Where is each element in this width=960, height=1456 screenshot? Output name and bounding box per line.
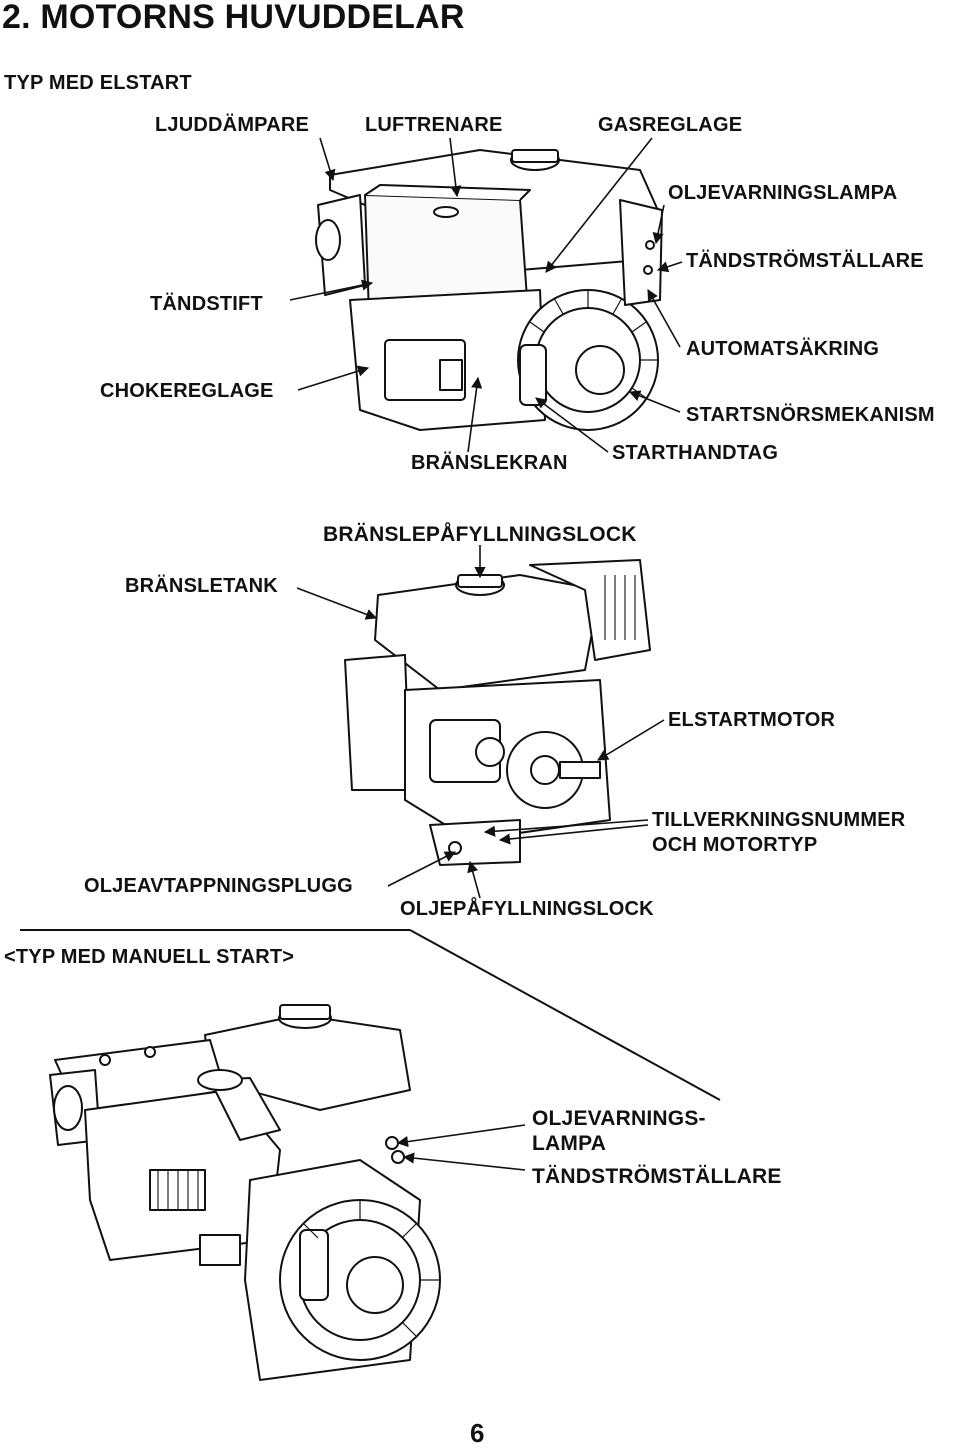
page-title: 2. MOTORNS HUVUDDELAR [2,0,465,36]
engine-electric-rear-drawing [315,149,663,431]
label-luftrenare: LUFTRENARE [365,114,503,136]
label-branslekran: BRÄNSLEKRAN [411,452,568,474]
label-starthandtag: STARTHANDTAG [612,442,779,464]
label-lampa: LAMPA [532,1132,607,1155]
label-chokereglage: CHOKEREGLAGE [100,380,274,402]
label-tandstromstallare-manual: TÄNDSTRÖMSTÄLLARE [532,1165,782,1188]
label-gasreglage: GASREGLAGE [598,114,743,136]
label-elstartmotor: ELSTARTMOTOR [668,709,836,731]
label-startsnorsmekanism: STARTSNÖRSMEKANISM [686,404,935,426]
page-number: 6 [470,1418,485,1448]
section-heading-manual: <TYP MED MANUELL START> [4,946,295,968]
label-tandstift: TÄNDSTIFT [150,293,263,315]
section-heading-electric: TYP MED ELSTART [4,72,192,94]
label-bransletank: BRÄNSLETANK [125,575,278,597]
label-branslepafyllningslock: BRÄNSLEPÅFYLLNINGSLOCK [323,523,637,546]
label-oljevarningslampa: OLJEVARNINGSLAMPA [668,182,898,204]
label-oljepafyllningslock: OLJEPÅFYLLNINGSLOCK [400,898,654,920]
label-oljevarnings: OLJEVARNINGS- [532,1107,706,1130]
label-oljeavtappningsplugg: OLJEAVTAPPNINGSPLUGG [84,875,353,897]
engine-manual-drawing [49,1004,441,1381]
engine-electric-front-drawing [344,559,651,866]
label-ljuddampare: LJUDDÄMPARE [155,114,310,136]
label-tandstromstallare: TÄNDSTRÖMSTÄLLARE [686,250,924,272]
label-motortyp: OCH MOTORTYP [652,834,818,856]
label-automatsakring: AUTOMATSÄKRING [686,338,880,360]
label-tillverkningsnummer: TILLVERKNINGSNUMMER [652,809,906,831]
